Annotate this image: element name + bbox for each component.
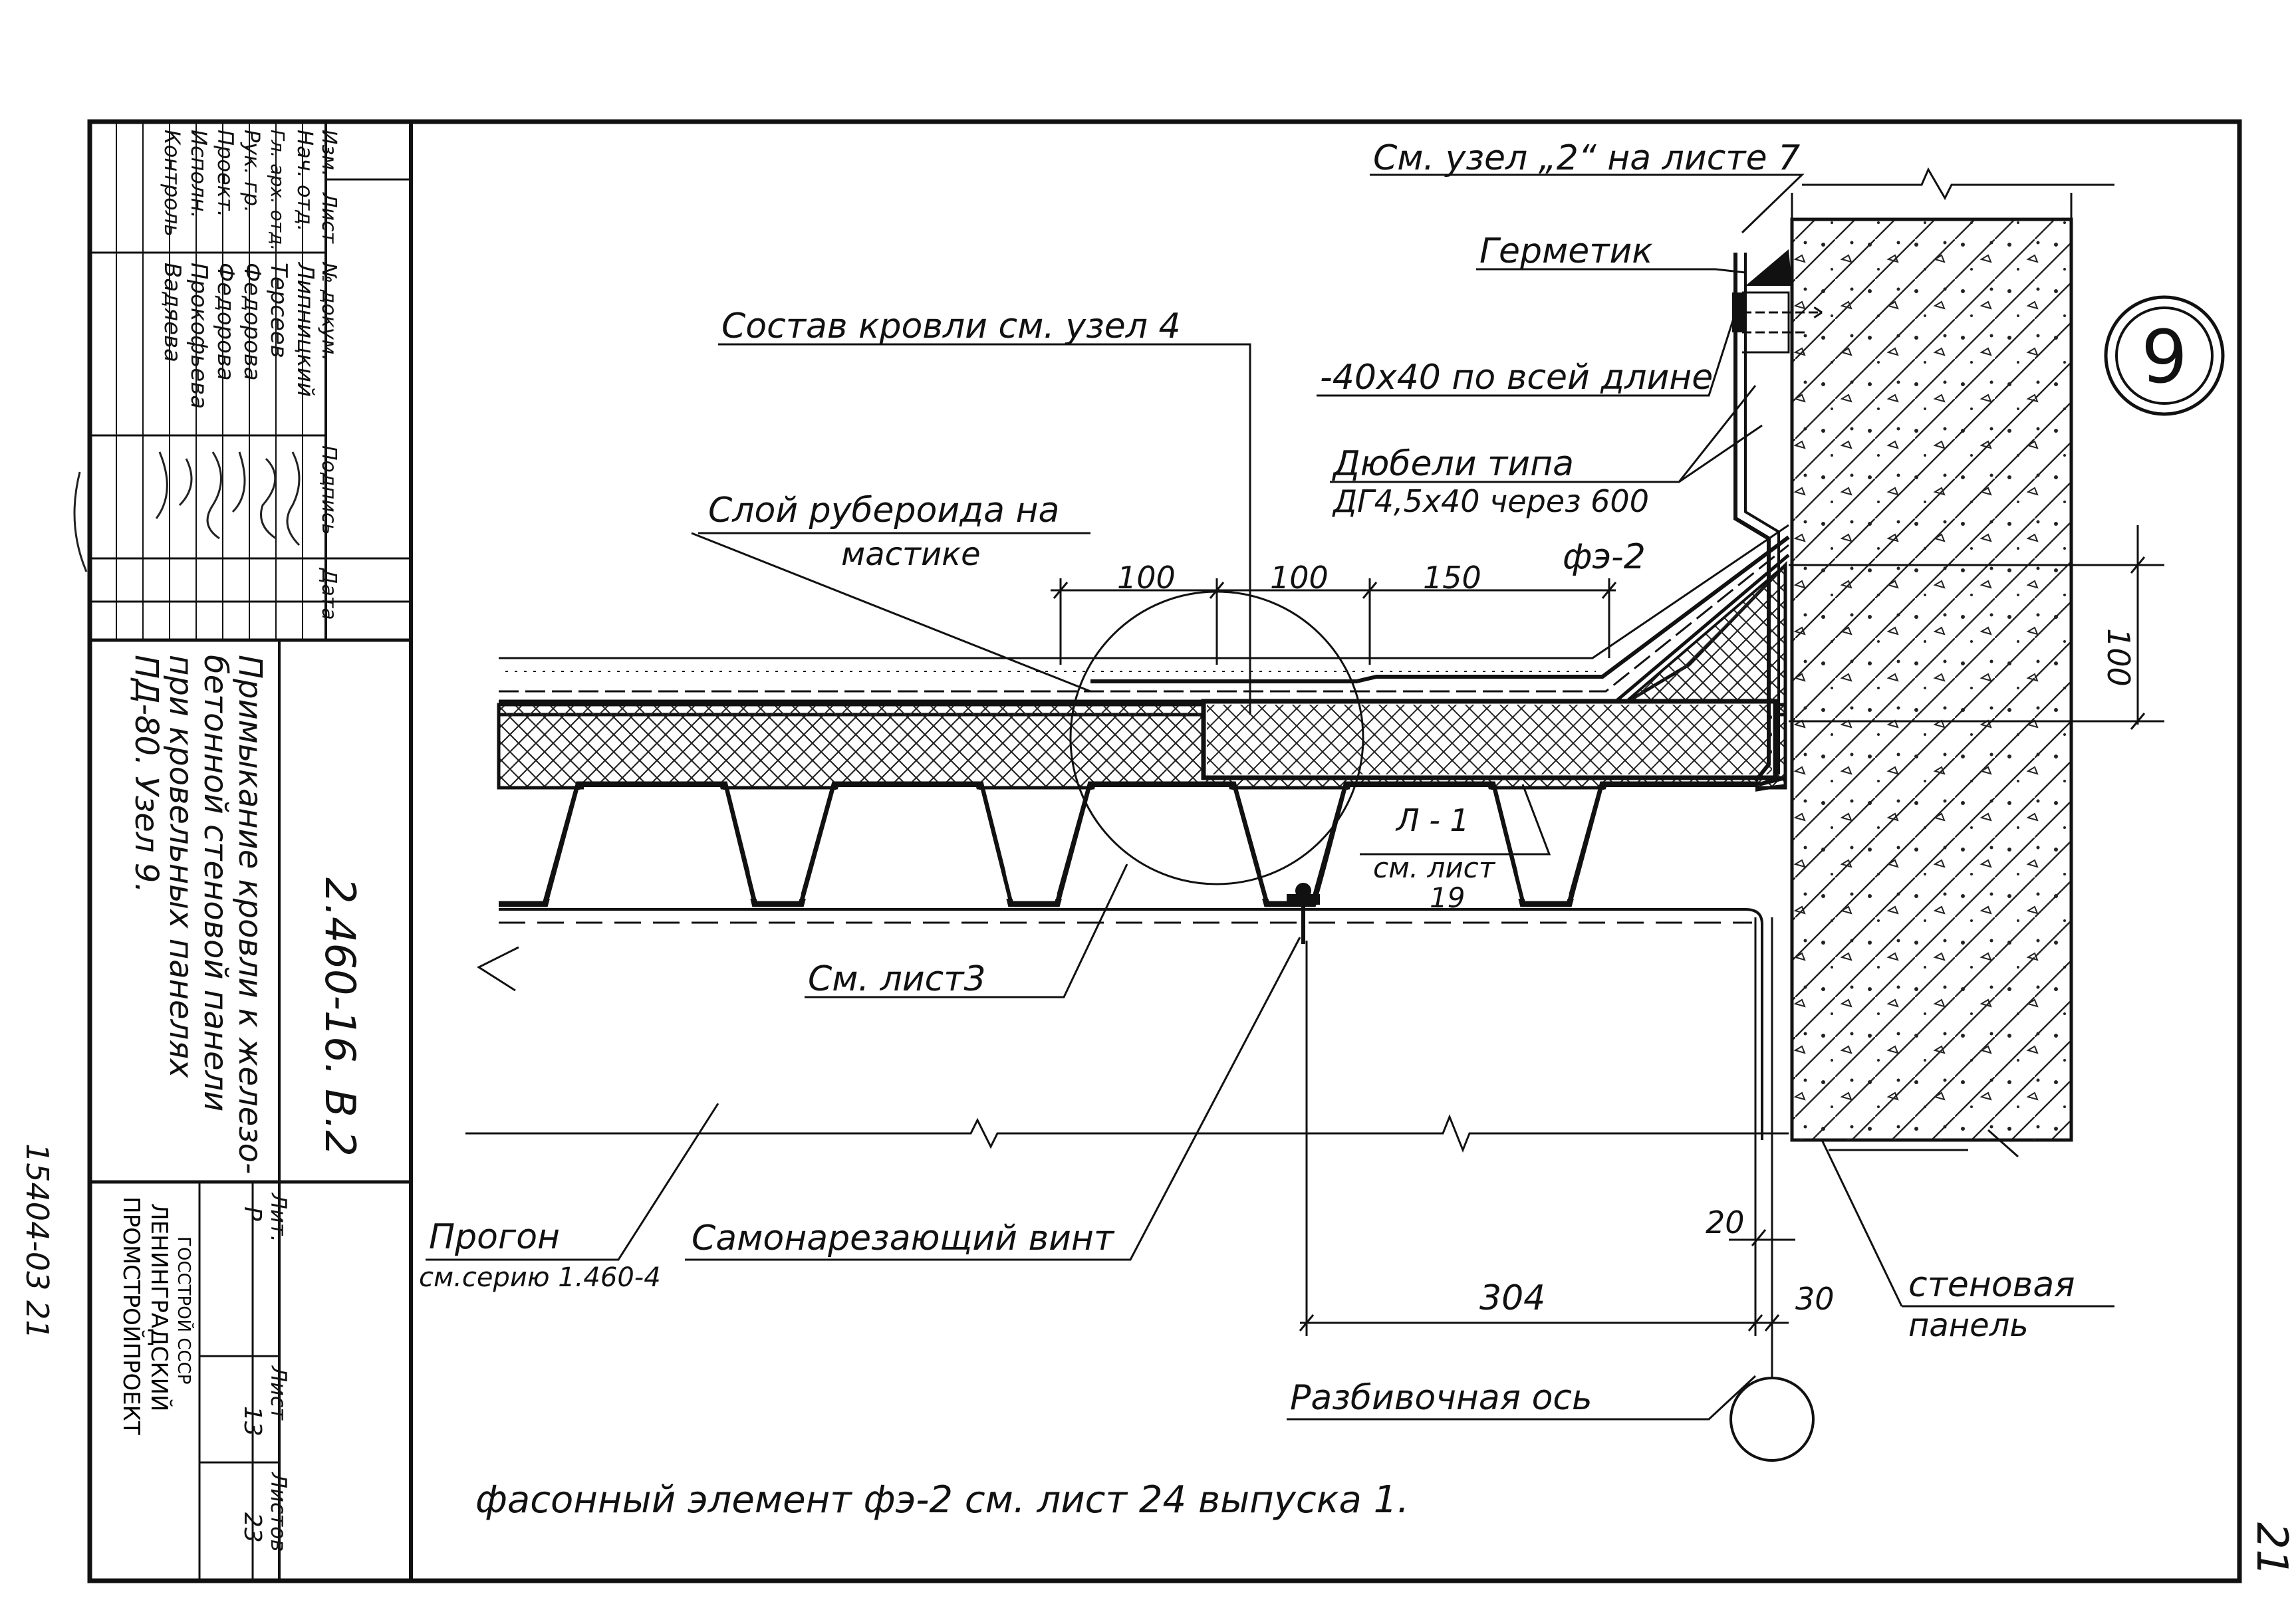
- purlin: [499, 908, 1763, 1140]
- tb-header-list: Лист: [317, 192, 340, 245]
- tb-header-izm: Изм.: [317, 130, 340, 177]
- roof-layers: [499, 524, 1790, 703]
- label-l1-2: см. лист: [1373, 852, 1496, 884]
- org-line-2: ЛЕНИНГРАДСКИЙ: [146, 1203, 173, 1411]
- tb-name-3: Федорова: [212, 263, 239, 381]
- dim-150: 150: [1423, 560, 1481, 596]
- sheets-label: Листов: [266, 1472, 291, 1552]
- label-screw: Самонарезающий винт: [692, 1218, 1115, 1258]
- tb-name-5: Вадяева: [159, 263, 186, 362]
- leader-lines: [426, 173, 2114, 1421]
- label-ruberoid-2: мастике: [841, 536, 981, 573]
- sheets-value: 23: [239, 1512, 266, 1543]
- label-sheet3: См. лист3: [808, 959, 986, 999]
- dim-100-vertical: 100: [2101, 628, 2136, 687]
- dim-100-a: 100: [1117, 560, 1176, 596]
- dim-30: 30: [1795, 1281, 1835, 1317]
- signature-scribbles: [73, 451, 301, 572]
- screw: [1287, 883, 1320, 944]
- drawing-code: 2.460-16. В.2: [316, 877, 364, 1157]
- sheet-value: 13: [239, 1406, 266, 1437]
- label-ruberoid-1: Слой рубероида на: [708, 491, 1059, 530]
- org-line-1: ГОССТРОЙ СССР: [174, 1236, 195, 1385]
- label-angle: -40х40 по всей длине: [1320, 358, 1713, 398]
- tb-header-date: Дата: [317, 567, 340, 620]
- label-purlin-2: см.серию 1.460-4: [419, 1262, 661, 1293]
- label-wall-2: панель: [1908, 1307, 2029, 1344]
- label-l1-3: 19: [1430, 881, 1465, 914]
- label-axis: Разбивочная ось: [1290, 1378, 1593, 1418]
- label-wall-1: стеновая: [1908, 1265, 2075, 1305]
- tb-name-0: Липницкий: [292, 261, 319, 397]
- footnote: фасонный элемент фэ-2 см. лист 24 выпуск…: [475, 1478, 1409, 1522]
- dim-20: 20: [1706, 1205, 1745, 1240]
- drawing-title-line-2: бетонной стеновой панели: [197, 655, 234, 1111]
- page-number: 21: [2247, 1522, 2296, 1576]
- label-dowels-1: Дюбели типа: [1332, 444, 1574, 484]
- flashing-fe2: [1733, 253, 1771, 782]
- label-purlin-1: Прогон: [429, 1217, 560, 1257]
- title-block: Изм. Лист № докум. Подпись Дата Нач. отд…: [73, 122, 411, 1581]
- node-circle-outer: [2104, 295, 2225, 416]
- tb-role-5: Контроль: [160, 130, 185, 237]
- label-sealant: Герметик: [1479, 231, 1653, 271]
- drawing-title-line-1: Примыкание кровли к железо-: [231, 655, 269, 1174]
- sheet-label: Лист: [266, 1365, 291, 1421]
- dim-100-b: 100: [1270, 560, 1329, 596]
- tb-name-4: Прокофьева: [186, 263, 212, 409]
- tb-name-2: Федорова: [239, 263, 265, 381]
- detail-drawing: 9 См.: [419, 138, 2225, 1522]
- tb-name-1: Терсеев: [265, 263, 292, 358]
- axis-circle: [1729, 1377, 1815, 1462]
- dimension-lines: [1051, 525, 2164, 1336]
- outer-frame: [87, 119, 2242, 1583]
- label-roof-composition: Состав кровли см. узел 4: [721, 306, 1181, 346]
- tb-role-1: Гл. арх. отд.: [267, 130, 289, 251]
- label-fe2: фэ-2: [1563, 537, 1646, 577]
- stage-value: Р: [239, 1207, 266, 1221]
- tb-role-3: Проект.: [213, 130, 238, 217]
- drawing-title-line-4: ПД-80. Узел 9.: [128, 655, 165, 893]
- tb-header-sign: Подпись: [317, 445, 340, 535]
- drawing-title-line-3: при кровельных панелях: [162, 655, 199, 1078]
- tb-role-2: Рук. гр.: [239, 130, 265, 213]
- label-l1-1: Л - 1: [1395, 802, 1469, 838]
- node-number: 9: [2141, 314, 2188, 400]
- org-line-3: ПРОМСТРОЙПРОЕКТ: [118, 1197, 145, 1435]
- stage-label: Лит.: [266, 1193, 291, 1242]
- tb-header-doc: № докум.: [317, 261, 340, 361]
- side-number: 15404-03 21: [19, 1143, 55, 1339]
- label-dowels-2: ДГ4,5х40 через 600: [1332, 483, 1649, 519]
- label-ref-node2: См. узел „2“ на листе 7: [1373, 138, 1800, 178]
- sealant-fill: [1745, 249, 1792, 286]
- tb-role-0: Нач. отд.: [293, 130, 318, 231]
- dim-304: 304: [1479, 1278, 1545, 1318]
- tb-role-4: Исполн.: [186, 130, 211, 219]
